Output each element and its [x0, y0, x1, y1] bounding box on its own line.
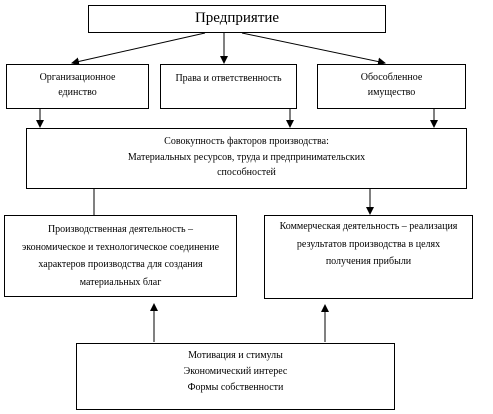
- organizational-unity-line-1: Организационное: [39, 72, 116, 83]
- motivation-line-3: Формы собственности: [187, 382, 284, 393]
- motivation-box: Мотивация и стимулы Экономический интере…: [76, 343, 395, 410]
- arrow-top-to-property: [241, 32, 386, 66]
- commercial-activity-line-3: получения прибыли: [325, 256, 412, 267]
- production-factors-line-3: способностей: [217, 167, 276, 178]
- commercial-activity-line-1: Коммерческая деятельность – реализация: [279, 221, 458, 232]
- separate-property-line-1: Обособленное: [360, 72, 423, 83]
- motivation-line-1: Мотивация и стимулы: [188, 350, 283, 361]
- separate-property-box: Обособленное имущество: [317, 64, 466, 109]
- production-factors-line-1: Совокупность факторов производства:: [164, 136, 329, 147]
- production-factors-box: Совокупность факторов производства: Мате…: [26, 128, 467, 189]
- enterprise-label: Предприятие: [194, 10, 280, 26]
- production-activity-line-4: материальных благ: [79, 276, 162, 288]
- enterprise-box: Предприятие: [88, 5, 386, 33]
- production-activity-line-3: характеров производства для создания: [38, 259, 203, 270]
- motivation-line-2: Экономический интерес: [183, 366, 288, 377]
- separate-property-line-2: имущество: [367, 86, 416, 98]
- production-activity-line-1: Производственная деятельность –: [47, 224, 194, 235]
- production-activity-box: Производственная деятельность – экономич…: [4, 215, 237, 297]
- rights-responsibility-box: Права и ответственность: [160, 64, 297, 109]
- production-activity-line-2: экономическое и технологическое соединен…: [21, 241, 220, 253]
- rights-responsibility-label: Права и ответственность: [175, 73, 282, 84]
- organizational-unity-box: Организационное единство: [6, 64, 149, 109]
- arrow-top-to-org: [71, 32, 206, 66]
- commercial-activity-box: Коммерческая деятельность – реализация р…: [264, 215, 473, 299]
- organizational-unity-line-2: единство: [58, 86, 97, 98]
- production-factors-line-2: Материальных ресурсов, труда и предприни…: [127, 151, 366, 163]
- commercial-activity-line-2: результатов производства в целях: [296, 238, 441, 250]
